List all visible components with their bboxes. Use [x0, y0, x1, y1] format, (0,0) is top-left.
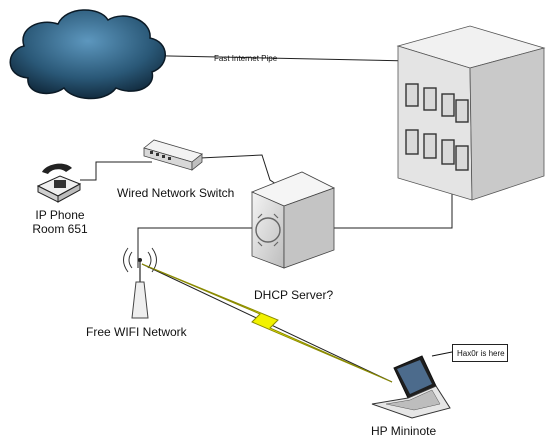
antenna-to-server-line	[137, 227, 254, 268]
switch-icon	[143, 139, 203, 171]
building-icon	[396, 25, 546, 201]
cloud-icon	[9, 9, 166, 100]
dhcp-server-label: DHCP Server?	[254, 288, 334, 302]
server-icon	[250, 171, 336, 269]
laptop-icon	[371, 351, 453, 419]
callout-box: Hax0r is here	[452, 344, 508, 362]
phone-to-switch-line	[80, 161, 152, 181]
internet-pipe-label: Fast Internet Pipe	[214, 54, 278, 63]
lightning-icon	[141, 263, 393, 383]
antenna-icon	[123, 247, 157, 319]
phone-label-line2: Room 651	[32, 222, 88, 236]
wifi-label: Free WIFI Network	[86, 325, 187, 339]
laptop-label: HP Mininote	[371, 424, 437, 438]
phone-icon	[36, 163, 82, 203]
switch-label: Wired Network Switch	[117, 186, 235, 200]
phone-label-line1: IP Phone	[35, 208, 85, 222]
server-to-building-line	[334, 182, 453, 229]
